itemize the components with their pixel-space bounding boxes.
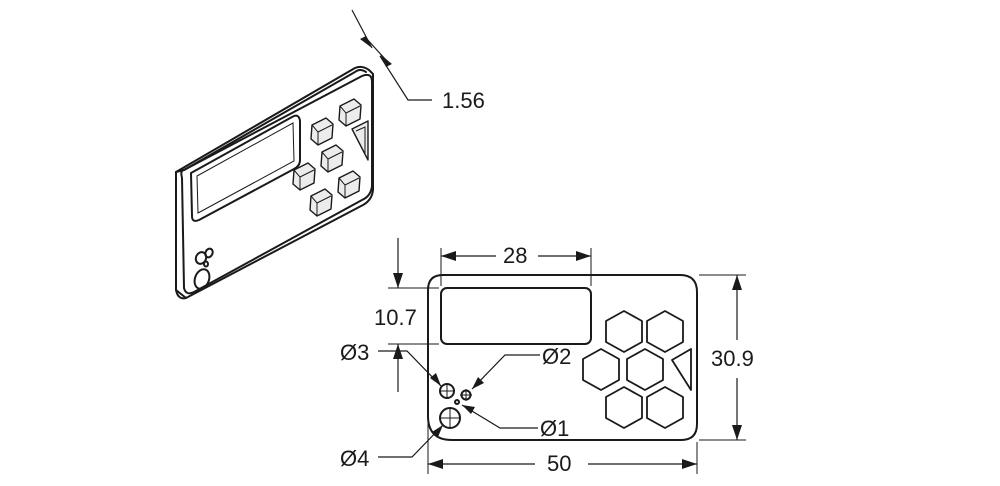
label-overall-width: 50 <box>547 451 571 476</box>
iso-hole-small-3 <box>203 260 209 268</box>
label-thickness: 1.56 <box>442 88 485 113</box>
label-hole-d2: Ø2 <box>542 344 571 369</box>
dim-overall-height <box>699 274 746 441</box>
iso-hex-cutouts <box>292 98 369 217</box>
iso-hole-large <box>193 268 211 290</box>
hole-d1 <box>454 399 460 405</box>
hole-leaders <box>378 350 540 458</box>
dim-thickness <box>351 9 432 101</box>
label-pocket-width: 28 <box>503 243 527 268</box>
plate-outline <box>427 274 698 441</box>
label-hole-d1: Ø1 <box>540 416 569 441</box>
label-overall-height: 30.9 <box>711 346 754 371</box>
isometric-view: 1.56 <box>175 9 485 300</box>
label-pocket-height: 10.7 <box>374 305 417 330</box>
pocket-rect <box>440 287 592 345</box>
holes <box>439 383 472 429</box>
iso-pocket <box>190 114 301 222</box>
dim-pocket-width <box>440 248 592 286</box>
iso-hole-small-1 <box>194 251 208 265</box>
label-hole-d3: Ø3 <box>340 340 369 365</box>
front-view: 28 10.7 30.9 5 <box>340 238 754 476</box>
iso-hole-small-2 <box>204 247 214 259</box>
dim-overall-width <box>427 418 698 474</box>
hex-cutouts <box>582 310 692 429</box>
label-hole-d4: Ø4 <box>340 446 369 471</box>
